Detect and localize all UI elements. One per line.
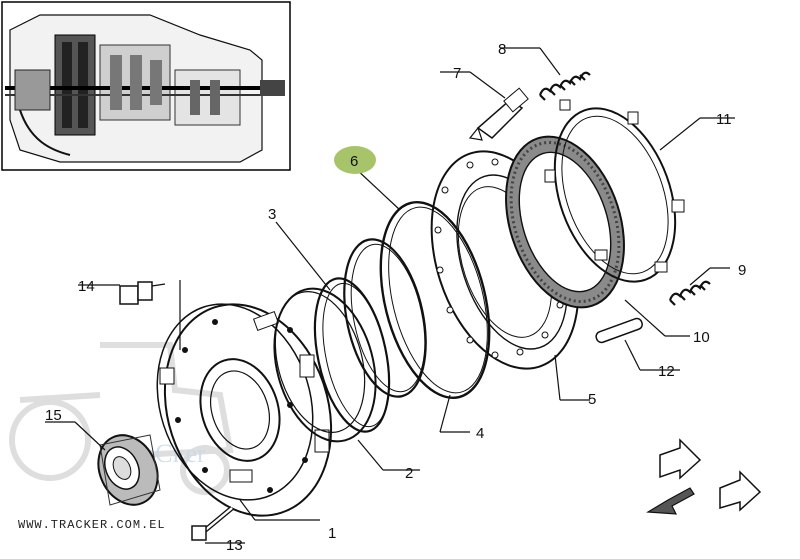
part-11-pressure-plate	[544, 99, 685, 283]
callout-4: 4	[476, 425, 484, 442]
callout-11: 11	[716, 111, 732, 128]
callout-5: 5	[588, 391, 596, 408]
callout-labels: 1 2 3 4 5 6 7 8 9 10 11 12 13 14 15	[45, 41, 746, 554]
part-10-friction-disc	[505, 135, 625, 309]
part-15-bearing	[97, 434, 161, 506]
part-4-o-ring	[343, 238, 427, 398]
leader-lines	[45, 47, 735, 544]
view-arrows-icon	[646, 438, 762, 515]
part-8-spring	[538, 71, 591, 101]
watermark-url: WWW.TRACKER.COM.EL	[18, 518, 166, 532]
part-14-fitting	[119, 281, 166, 305]
callout-13: 13	[226, 537, 243, 554]
tractor-watermark-icon	[9, 342, 234, 495]
part-12-dowel-pin	[595, 317, 643, 344]
part-2-seal-ring	[313, 277, 391, 433]
highlight-label-6	[334, 146, 376, 174]
callout-2: 2	[405, 465, 413, 482]
part-6-ring	[379, 201, 491, 399]
transmission-cutaway-icon	[1, 1, 291, 171]
part-9-spring	[668, 280, 711, 306]
callout-7: 7	[453, 65, 461, 82]
callout-9: 9	[738, 262, 746, 279]
part-7-pin	[468, 87, 529, 141]
callout-14: 14	[78, 278, 95, 295]
callout-15: 15	[45, 407, 62, 424]
callout-8: 8	[498, 41, 506, 58]
callout-1: 1	[328, 525, 336, 542]
part-1-clutch-housing	[156, 280, 333, 517]
callout-3: 3	[268, 206, 276, 223]
callout-10: 10	[693, 329, 710, 346]
part-3-seal-ring	[273, 287, 377, 443]
callout-6: 6	[350, 153, 358, 170]
part-13-bolt	[191, 506, 234, 541]
callout-12: 12	[658, 363, 675, 380]
